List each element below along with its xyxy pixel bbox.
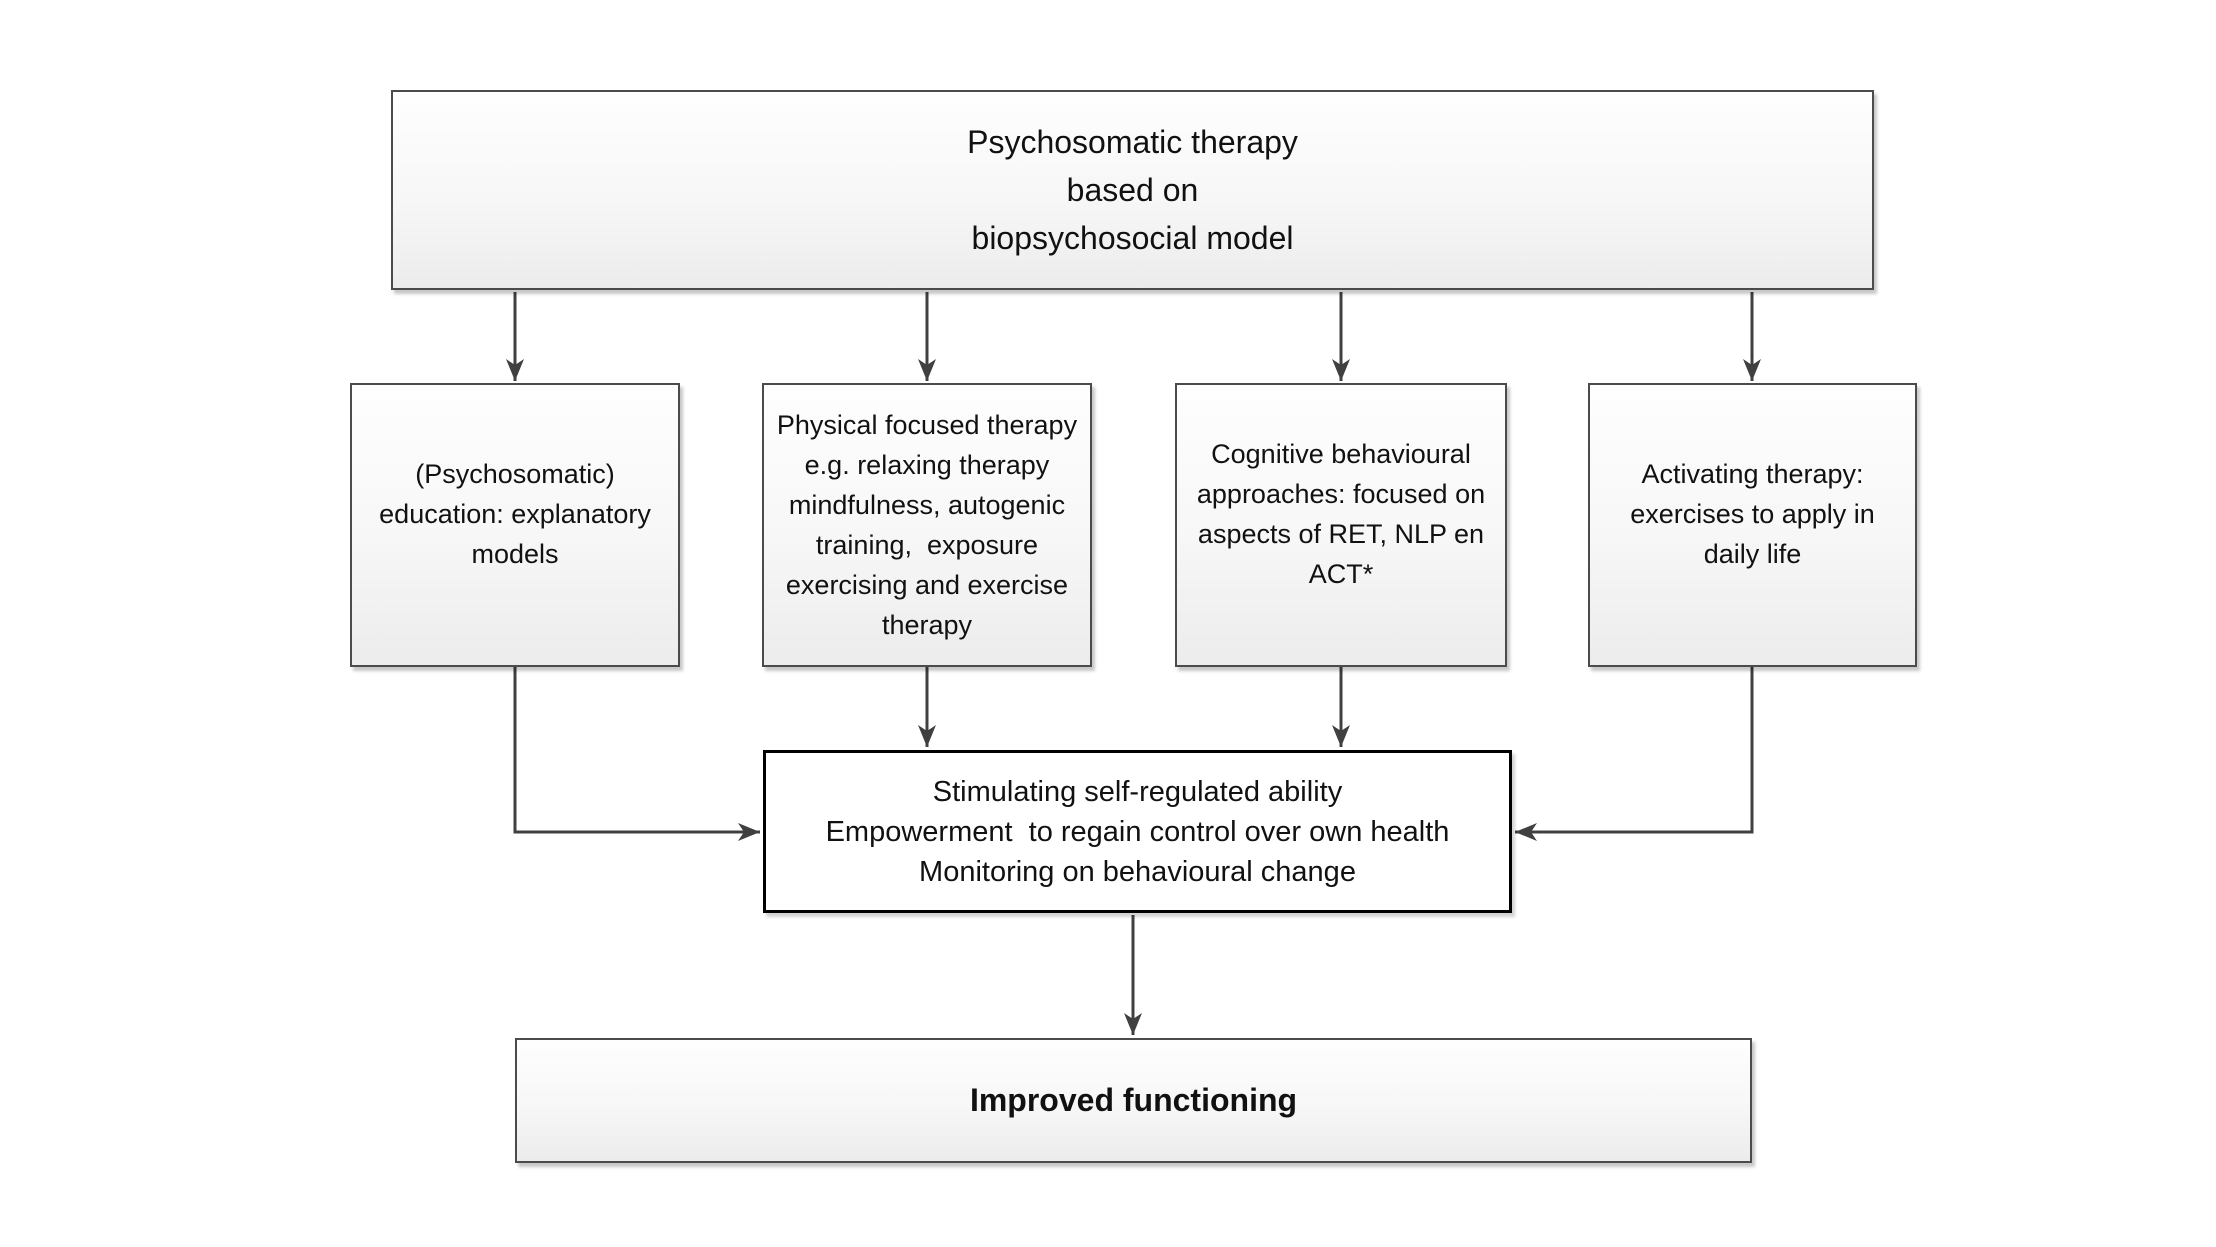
node-cognitive-behavioural-approaches: Cognitive behavioural approaches: focuse… xyxy=(1175,383,1507,667)
node-psychosomatic-education-label: (Psychosomatic) education: explanatory m… xyxy=(379,459,651,569)
node-self-regulation-label: Stimulating self-regulated ability Empow… xyxy=(825,775,1450,888)
node-activating-therapy-label: Activating therapy: exercises to apply i… xyxy=(1630,459,1875,569)
node-physical-focused-therapy-label: Physical focused therapy e.g. relaxing t… xyxy=(776,410,1078,640)
node-cognitive-behavioural-approaches-label: Cognitive behavioural approaches: focuse… xyxy=(1196,439,1486,589)
node-activating-therapy: Activating therapy: exercises to apply i… xyxy=(1588,383,1917,667)
node-physical-focused-therapy: Physical focused therapy e.g. relaxing t… xyxy=(762,383,1092,667)
node-self-regulation: Stimulating self-regulated ability Empow… xyxy=(763,750,1512,913)
node-improved-functioning-label: Improved functioning xyxy=(969,1082,1298,1118)
node-improved-functioning: Improved functioning xyxy=(515,1038,1752,1163)
arrow-activating-to-central xyxy=(1515,667,1754,841)
arrow-education-to-central xyxy=(513,667,760,841)
node-psychosomatic-therapy-label: Psychosomatic therapy based on biopsycho… xyxy=(967,124,1298,256)
node-psychosomatic-education: (Psychosomatic) education: explanatory m… xyxy=(350,383,680,667)
node-psychosomatic-therapy: Psychosomatic therapy based on biopsycho… xyxy=(391,90,1874,290)
